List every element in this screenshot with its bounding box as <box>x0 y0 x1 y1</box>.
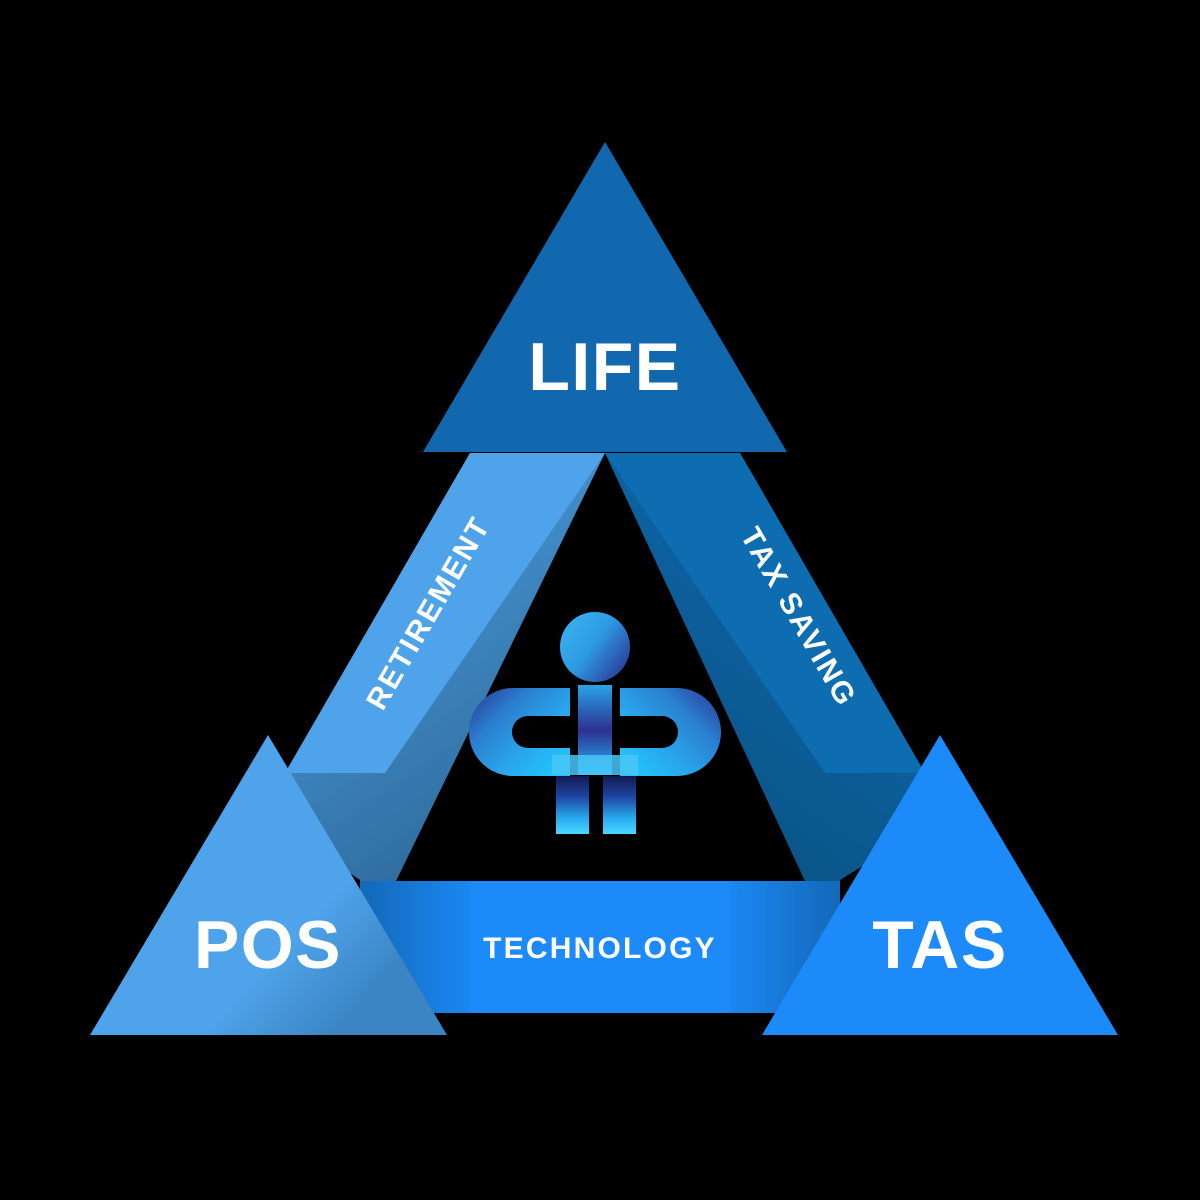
corner-label-pos: POS <box>194 907 342 983</box>
icon-right-arm <box>620 688 721 776</box>
icon-right-leg <box>603 776 636 834</box>
person-figure-icon <box>469 612 721 834</box>
corner-triangle-tas[interactable]: TAS <box>762 735 1118 1035</box>
icon-waist <box>552 755 638 775</box>
icon-head <box>560 612 630 682</box>
icon-left-leg <box>556 776 589 834</box>
side-label-technology: TECHNOLOGY <box>483 932 717 965</box>
corner-triangle-life[interactable]: LIFE <box>423 142 787 452</box>
icon-left-arm <box>469 688 570 776</box>
corner-label-tas: TAS <box>872 907 1007 983</box>
corner-label-life: LIFE <box>528 329 681 405</box>
corner-triangle-pos[interactable]: POS <box>90 735 447 1035</box>
side-band-technology[interactable]: TECHNOLOGY <box>360 881 840 1013</box>
